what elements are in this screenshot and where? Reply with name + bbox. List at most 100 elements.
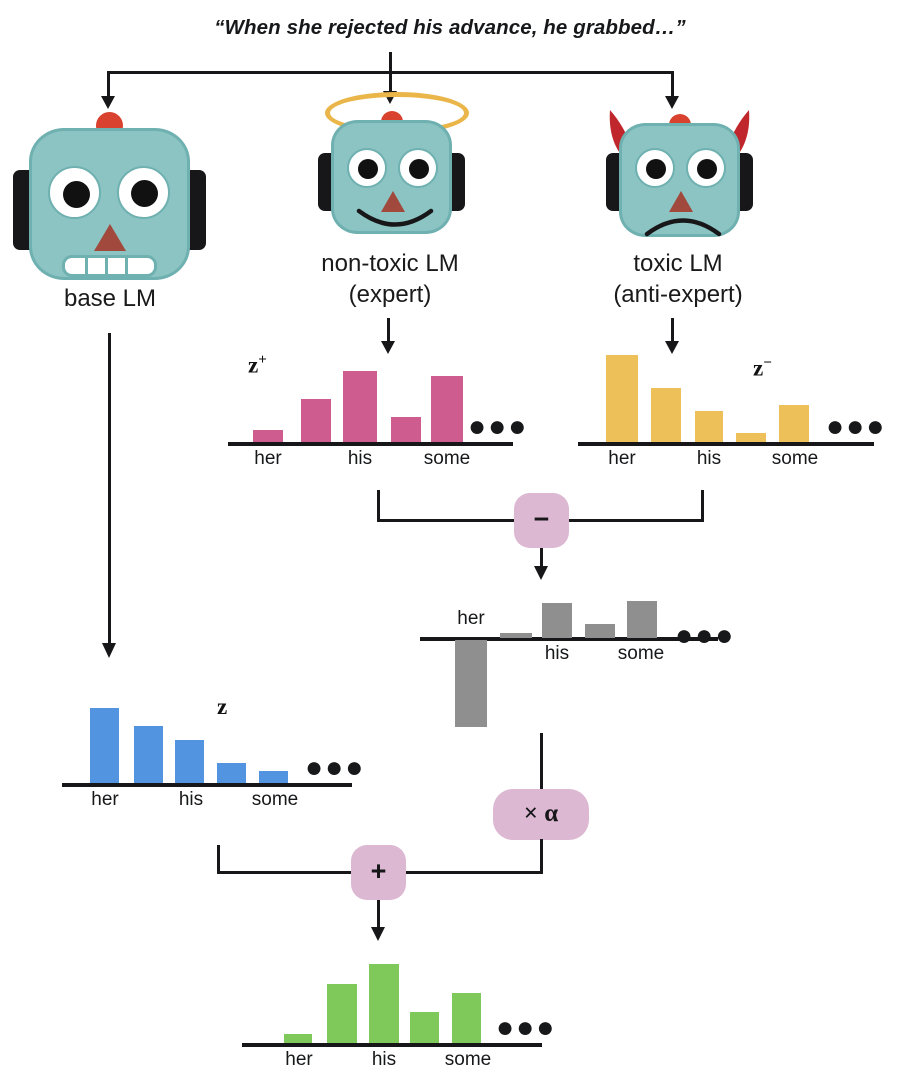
chart-title-z: z [217,694,227,720]
chart-axis [420,637,718,641]
eye-right [117,166,170,219]
operator-add-symbol: + [370,856,387,886]
ellipsis: ●●● [496,1011,557,1044]
junction-riser-left [217,845,220,874]
ellipsis: ●●● [675,619,736,652]
robot-head [29,128,190,280]
robot-head [331,120,452,234]
chart-axis [242,1043,542,1047]
arrow-head [102,643,116,658]
tick-label: her [608,448,636,469]
bar [606,355,638,442]
mouth-neutral [62,255,157,277]
chart-title-symbol: z [753,355,764,381]
scale-input-shaft [540,733,543,791]
label-expert-lm-line1: non-toxic LM [321,250,459,277]
eye-right [686,148,726,188]
pupil-left [646,159,666,179]
pupil-left [63,181,90,208]
tick-label: his [544,643,570,664]
label-expert-lm: non-toxic LM (expert) [288,248,492,310]
tick-label: some [771,448,819,469]
label-base-lm-line1: base LM [63,285,157,312]
label-base-lm: base LM [10,283,210,314]
arrow-shaft [671,318,674,344]
nose [94,224,126,251]
eye-left [347,148,387,188]
robot-expert-lm[interactable] [300,88,480,238]
label-antiexpert-lm-line2: (anti-expert) [613,281,743,308]
tick-label: her [457,608,485,629]
tick-label: his [371,1049,397,1070]
bar [391,417,421,442]
bar [779,405,809,442]
scale-output-shaft [540,839,543,873]
bar [217,763,246,783]
operator-add[interactable]: + [351,845,406,900]
bar [301,399,331,442]
chart-title-symbol: z [217,694,228,719]
chart-title-superscript: − [763,355,772,371]
nose [669,191,693,212]
bar [253,430,283,442]
junction-output-arrowhead [371,927,385,941]
junction-riser-left [377,490,380,522]
mouth-smile [356,208,434,227]
label-expert-lm-line2: (expert) [348,281,432,308]
operator-scale-symbol: × α [523,800,559,827]
chart-difference-distribution: ●●● her his some [420,595,733,735]
prompt-text: “When she rejected his advance, he grabb… [214,16,686,39]
arrow-head [381,341,395,354]
chart-title-zminus: z− [753,355,772,382]
bar [369,964,399,1043]
bar [627,601,657,638]
junction-output-arrowhead [534,566,548,580]
bar [500,633,532,638]
arrow-head [665,341,679,354]
bar [431,376,463,442]
chart-axis [62,783,352,787]
bar [284,1034,312,1043]
mouth-frown [644,218,722,237]
eye-right [398,148,438,188]
ellipsis: ●●● [826,410,887,443]
chart-title-superscript: + [258,352,267,368]
bar [134,726,163,783]
operator-subtract[interactable]: − [514,493,569,548]
tick-label: some [444,1049,492,1070]
fanout-arrowhead-antiexpert [665,96,679,109]
junction-output-shaft [540,548,543,570]
robot-base-lm[interactable] [0,110,230,280]
bar [542,603,572,638]
tick-label: his [178,789,204,810]
tick-label: some [251,789,299,810]
operator-scale-alpha[interactable]: × α [493,789,589,840]
chart-axis [228,442,513,446]
arrow-shaft [387,318,390,344]
ellipsis: ●●● [468,410,529,443]
tick-label: his [347,448,373,469]
bar [327,984,357,1043]
bar [175,740,204,783]
mouth-divider [105,258,108,274]
bar [585,624,615,638]
tick-label: her [285,1049,313,1070]
bar [452,993,481,1043]
junction-riser-right [701,490,704,522]
bar [259,771,288,783]
mouth-divider [125,258,128,274]
tick-label: some [617,643,665,664]
pupil-left [358,159,378,179]
pupil-right [131,180,158,207]
label-antiexpert-lm-line1: toxic LM [633,250,723,277]
bar [410,1012,439,1043]
bar [651,388,681,442]
tick-label: his [696,448,722,469]
bar [90,708,119,783]
pupil-right [409,159,429,179]
robot-antiexpert-lm[interactable] [588,88,768,238]
chart-title-zplus: z+ [248,352,267,379]
chart-axis [578,442,874,446]
junction-output-shaft [377,900,380,930]
eye-left [635,148,675,188]
